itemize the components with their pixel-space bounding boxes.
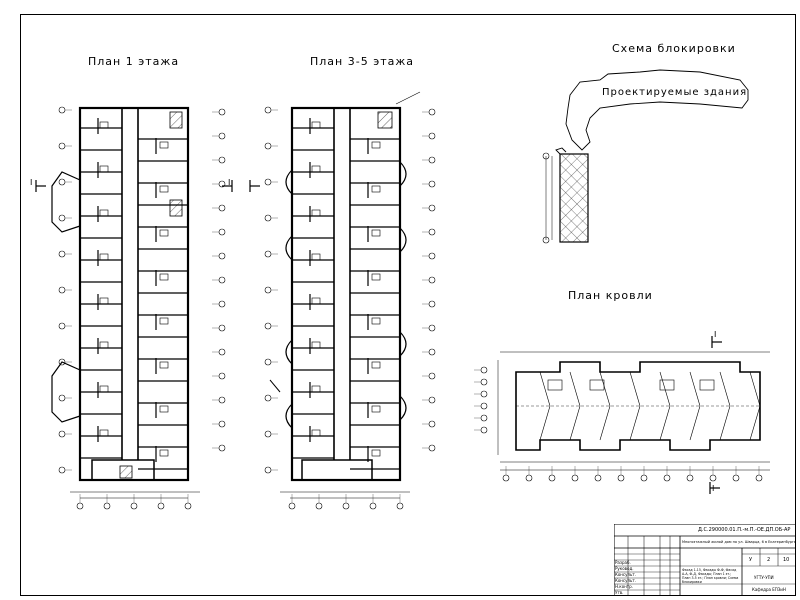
stamp-sheet-title: Фасад 1-15, Фасады Ф-Ф, Фасад А-А, Ф-Д, … [682,568,739,584]
sheet-frame [20,14,796,596]
projected-buildings-label: Проектируемые здания [602,87,748,98]
stamp-org-1: УГТУ-УПИ [754,575,774,580]
stamp-role-5: Н.контр. [615,584,633,589]
stamp-stage: У [749,557,753,563]
stamp-role-4: Консульт. [615,578,636,583]
title-block: Д.С.290000.01.П.-м.П.-ОЕ.ДП.ОБ-АР Многоэ… [614,524,796,596]
stamp-role-1: Разраб. [615,560,631,565]
plan-3-5-floor-title: План 3-5 этажа [310,55,415,68]
plan-1-floor-title: План 1 этажа [88,55,180,68]
stamp-org-2: Кафедра ЕПЗиН [752,587,786,592]
section-mark-roof-bottom: I [712,484,716,493]
blocking-scheme [542,69,749,244]
stamp-role-3: Консульт. [615,572,636,577]
stamp-role-2: Руковод. [615,566,634,571]
stamp-role-6: Утв. [615,590,624,595]
stamp-sheet: 2 [767,557,771,563]
roof-plan-title: План кровли [568,289,653,302]
roof-plan [474,336,770,494]
section-mark-left: I [30,178,34,187]
plan-1-floor [35,106,233,510]
section-mark-roof-top: I [714,330,718,339]
stamp-project: Многоэтажный жилой дом по ул. Шварца, 6 … [682,540,797,544]
stamp-code: Д.С.290000.01.П.-м.П.-ОЕ.ДП.ОБ-АР [698,527,791,533]
stamp-sheets: 10 [783,557,790,563]
plan-3-5-floor [249,91,436,510]
blocking-scheme-title: Схема блокировки [612,42,736,55]
section-mark-right: I [228,178,232,187]
